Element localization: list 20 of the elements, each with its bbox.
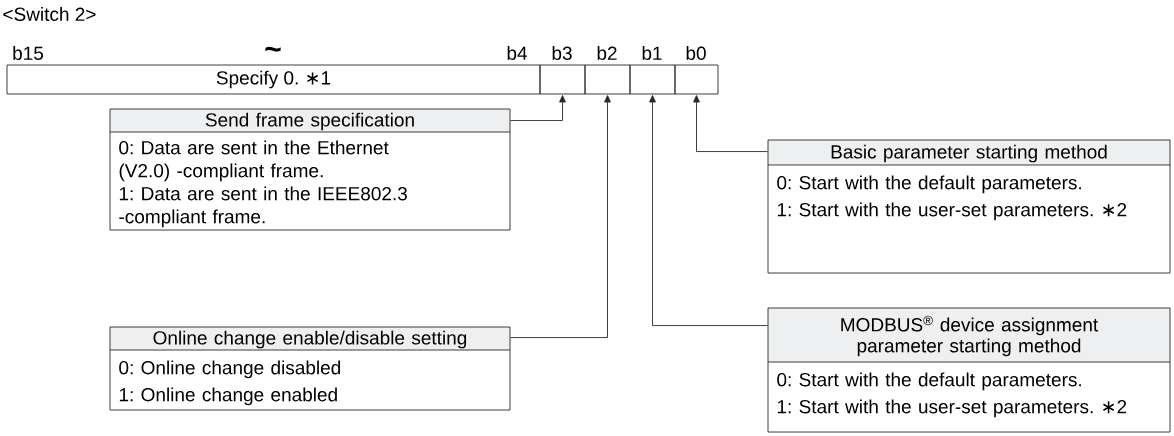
register-field: Specify 0. ∗1: [6, 64, 541, 95]
bit-label: b3: [552, 46, 572, 60]
setting-box: Basic parameter starting method 0: Start with the default parameters. 1: Start with the user-set parameters. ∗2: [767, 139, 1171, 274]
bit-label: b0: [686, 46, 706, 60]
arrow: [510, 95, 611, 338]
setting-box: Send frame specification 0: Data are sent in the Ethernet (V2.0) -compliant frame. 1: Data are sent in the IEEE802.3 -compliant frame.: [109, 108, 511, 231]
tilde-sign: ~: [265, 46, 281, 52]
bit-label: b2: [597, 46, 617, 60]
title: <Switch 2>: [3, 7, 96, 21]
bit-cell: [584, 64, 631, 95]
bit-label: b1: [642, 46, 662, 60]
arrow: [693, 95, 768, 152]
setting-box: Online change enable/disable setting 0: Online change disabled 1: Online change enabled: [109, 326, 511, 411]
arrow: [510, 95, 566, 121]
bit-cell: [674, 64, 719, 95]
bit-cell: [629, 64, 676, 95]
bit-label: b4: [507, 46, 527, 60]
bit-cell: [539, 64, 586, 95]
setting-box: MODBUS$^{®}$ device assignment parameter starting method 0: Start with the default parameters. 1: Start with the user-set parameters. ∗2: [767, 307, 1171, 433]
arrow: [649, 95, 768, 326]
